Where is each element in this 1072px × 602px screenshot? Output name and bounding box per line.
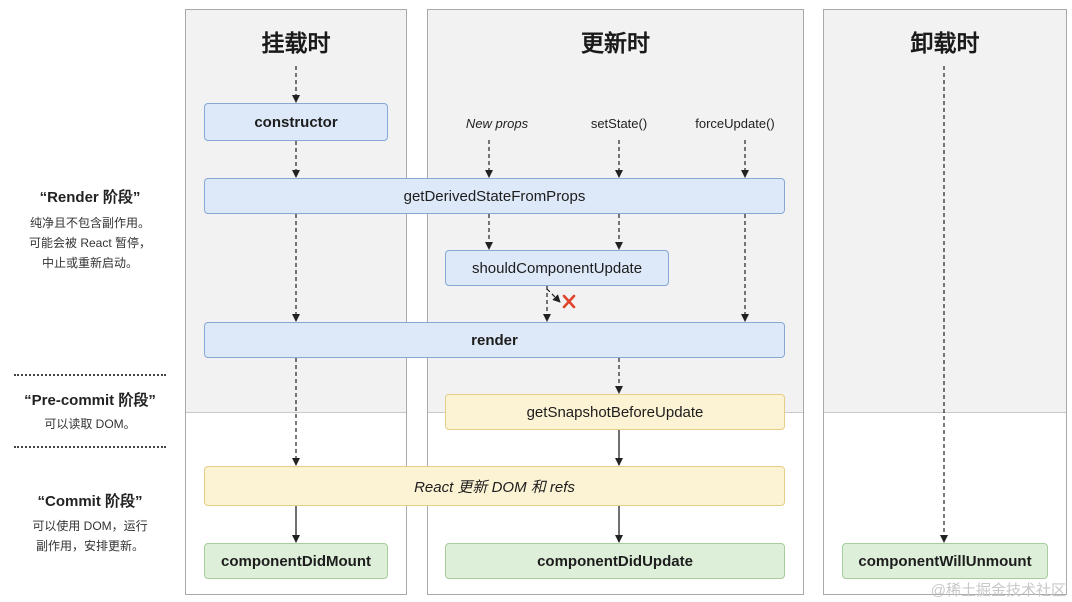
update-column-title: 更新时 — [581, 30, 650, 56]
trigger-force-update: forceUpdate() — [695, 116, 775, 131]
unmount-column: 卸载时 — [823, 9, 1067, 595]
constructor-box: constructor — [204, 103, 388, 141]
component-did-mount-box: componentDidMount — [204, 543, 388, 579]
commit-phase-description: 可以使用 DOM，运行 副作用，安排更新。 — [0, 516, 180, 556]
render-phase-title: “Render 阶段” — [39, 189, 141, 206]
precommit-phase-title: “Pre-commit 阶段” — [24, 392, 156, 409]
render-phase-line: 可能会被 React 暂停， — [28, 236, 152, 250]
cancel-x-icon — [562, 294, 576, 309]
render-phase-line: 纯净且不包含副作用。 — [29, 216, 150, 230]
react-update-dom-box: React 更新 DOM 和 refs — [204, 466, 785, 506]
component-did-update-box: componentDidUpdate — [445, 543, 785, 579]
column-phase-divider — [186, 412, 406, 413]
render-phase-description: 纯净且不包含副作用。 可能会被 React 暂停， 中止或重新启动。 — [0, 213, 180, 273]
trigger-set-state: setState() — [590, 116, 648, 131]
precommit-phase-description: 可以读取 DOM。 — [0, 414, 180, 434]
commit-phase-line: 可以使用 DOM，运行 — [32, 519, 148, 533]
phase-separator — [14, 374, 166, 376]
get-derived-state-from-props-box: getDerivedStateFromProps — [204, 178, 785, 214]
precommit-phase-line: 可以读取 DOM。 — [44, 417, 136, 431]
should-component-update-box: shouldComponentUpdate — [445, 250, 669, 286]
component-will-unmount-box: componentWillUnmount — [842, 543, 1048, 579]
unmount-column-title: 卸载时 — [910, 30, 980, 56]
mount-column-title: 挂载时 — [261, 30, 331, 56]
render-box: render — [204, 322, 785, 358]
phase-separator — [14, 446, 166, 448]
commit-phase-line: 副作用，安排更新。 — [35, 539, 144, 553]
watermark: @稀土掘金技术社区 — [930, 582, 1066, 599]
commit-phase-title: “Commit 阶段” — [37, 493, 143, 510]
arrow-should-update-cancel — [546, 288, 561, 303]
get-snapshot-before-update-box: getSnapshotBeforeUpdate — [445, 394, 785, 430]
column-phase-divider — [824, 412, 1066, 413]
trigger-new-props: New props — [465, 116, 529, 131]
render-phase-line: 中止或重新启动。 — [41, 256, 138, 270]
